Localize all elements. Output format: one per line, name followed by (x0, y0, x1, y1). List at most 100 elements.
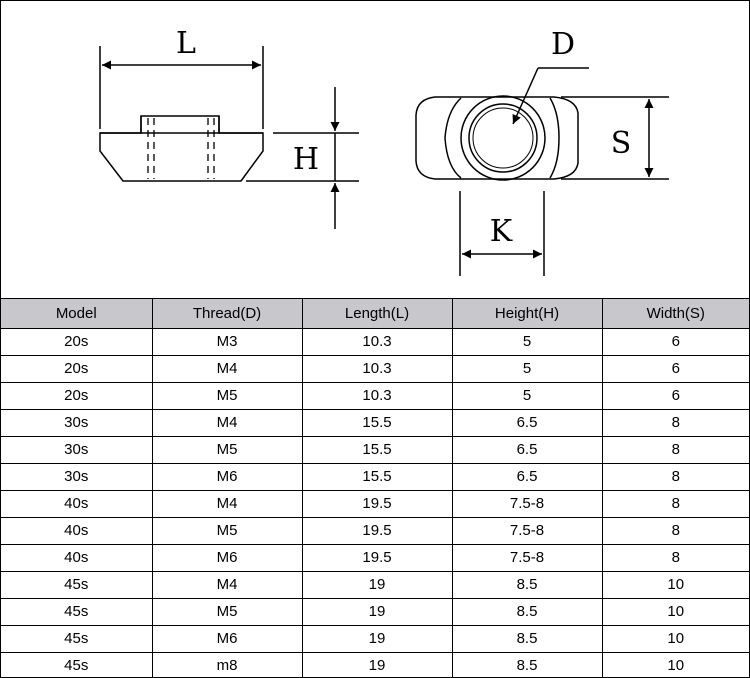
cell-thread: M4 (151, 571, 303, 599)
cell-length: 19.5 (301, 517, 453, 545)
diameter-label: D (551, 27, 575, 62)
cell-thread: M3 (151, 328, 303, 356)
cell-width: 8 (601, 490, 749, 518)
thread-outer-circle (460, 95, 546, 181)
thread-core-circle (472, 107, 534, 169)
cell-height: 7.5-8 (451, 544, 603, 572)
col-header-length: Length(L) (301, 298, 453, 329)
table-row: 45s M6 19 8.5 10 (1, 625, 749, 653)
cell-length: 15.5 (301, 409, 453, 437)
cell-model: 20s (1, 382, 153, 410)
chamfer-line-left (444, 97, 462, 179)
table-row: 45s M4 19 8.5 10 (1, 571, 749, 599)
cell-thread: M5 (151, 382, 303, 410)
cell-length: 15.5 (301, 436, 453, 464)
cell-thread: M6 (151, 625, 303, 653)
cell-thread: M4 (151, 355, 303, 383)
spec-table: Model Thread(D) Length(L) Height(H) Widt… (1, 298, 749, 677)
cell-height: 8.5 (451, 625, 603, 653)
diameter-leader (512, 67, 539, 125)
cell-height: 5 (451, 382, 603, 410)
cell-height: 8.5 (451, 652, 603, 677)
cell-height: 6.5 (451, 463, 603, 491)
table-row: 20s M5 10.3 5 6 (1, 382, 749, 410)
col-header-height: Height(H) (451, 298, 603, 329)
table-row: 30s M5 15.5 6.5 8 (1, 436, 749, 464)
cell-length: 10.3 (301, 382, 453, 410)
cell-thread: M5 (151, 517, 303, 545)
width-label: S (611, 126, 632, 161)
cell-thread: m8 (151, 652, 303, 677)
cell-width: 8 (601, 436, 749, 464)
table-row: 30s M4 15.5 6.5 8 (1, 409, 749, 437)
cell-thread: M6 (151, 463, 303, 491)
cell-model: 30s (1, 436, 153, 464)
cell-height: 8.5 (451, 598, 603, 626)
cell-height: 7.5-8 (451, 517, 603, 545)
cell-length: 19 (301, 652, 453, 677)
cell-model: 20s (1, 328, 153, 356)
col-header-model: Model (1, 298, 153, 329)
table-row: 30s M6 15.5 6.5 8 (1, 463, 749, 491)
side-view (99, 46, 359, 229)
cell-width: 10 (601, 625, 749, 653)
cell-length: 10.3 (301, 328, 453, 356)
hidden-thread-lines (147, 118, 215, 179)
cell-thread: M6 (151, 544, 303, 572)
cell-width: 6 (601, 328, 749, 356)
cell-height: 5 (451, 328, 603, 356)
cell-width: 8 (601, 517, 749, 545)
cell-model: 30s (1, 409, 153, 437)
cell-thread: M5 (151, 598, 303, 626)
cell-model: 40s (1, 517, 153, 545)
cell-height: 6.5 (451, 409, 603, 437)
cell-width: 8 (601, 463, 749, 491)
cell-thread: M4 (151, 409, 303, 437)
cell-width: 6 (601, 382, 749, 410)
cell-length: 19 (301, 571, 453, 599)
cell-model: 45s (1, 652, 153, 677)
cell-model: 45s (1, 625, 153, 653)
cell-length: 10.3 (301, 355, 453, 383)
cell-thread: M4 (151, 490, 303, 518)
table-row: 40s M4 19.5 7.5-8 8 (1, 490, 749, 518)
col-header-thread: Thread(D) (151, 298, 303, 329)
cell-length: 15.5 (301, 463, 453, 491)
col-header-width: Width(S) (601, 298, 749, 329)
nut-side-outline (99, 115, 264, 182)
table-header-row: Model Thread(D) Length(L) Height(H) Widt… (1, 298, 749, 329)
k-label: K (490, 214, 513, 249)
cell-width: 10 (601, 652, 749, 677)
cell-model: 40s (1, 544, 153, 572)
table-row: 40s M5 19.5 7.5-8 8 (1, 517, 749, 545)
cell-length: 19.5 (301, 544, 453, 572)
table-row: 40s M6 19.5 7.5-8 8 (1, 544, 749, 572)
cell-height: 5 (451, 355, 603, 383)
chamfer-line-right (549, 97, 560, 179)
cell-length: 19 (301, 625, 453, 653)
drawing-svg: L H D S (99, 26, 669, 276)
cell-length: 19.5 (301, 490, 453, 518)
cell-model: 45s (1, 598, 153, 626)
cell-model: 20s (1, 355, 153, 383)
nut-top-outline (415, 96, 579, 180)
table-row: 20s M4 10.3 5 6 (1, 355, 749, 383)
cell-width: 10 (601, 571, 749, 599)
cell-thread: M5 (151, 436, 303, 464)
technical-drawing: L H D S (1, 1, 749, 298)
height-label: H (293, 142, 319, 177)
cell-model: 30s (1, 463, 153, 491)
cell-length: 19 (301, 598, 453, 626)
table-row: 45s m8 19 8.5 10 (1, 652, 749, 677)
cell-width: 6 (601, 355, 749, 383)
length-label: L (176, 26, 196, 61)
cell-height: 6.5 (451, 436, 603, 464)
cell-height: 7.5-8 (451, 490, 603, 518)
thread-inner-circle (468, 103, 538, 173)
table-row: 20s M3 10.3 5 6 (1, 328, 749, 356)
cell-model: 40s (1, 490, 153, 518)
top-view (415, 67, 669, 276)
cell-width: 8 (601, 409, 749, 437)
table-row: 45s M5 19 8.5 10 (1, 598, 749, 626)
